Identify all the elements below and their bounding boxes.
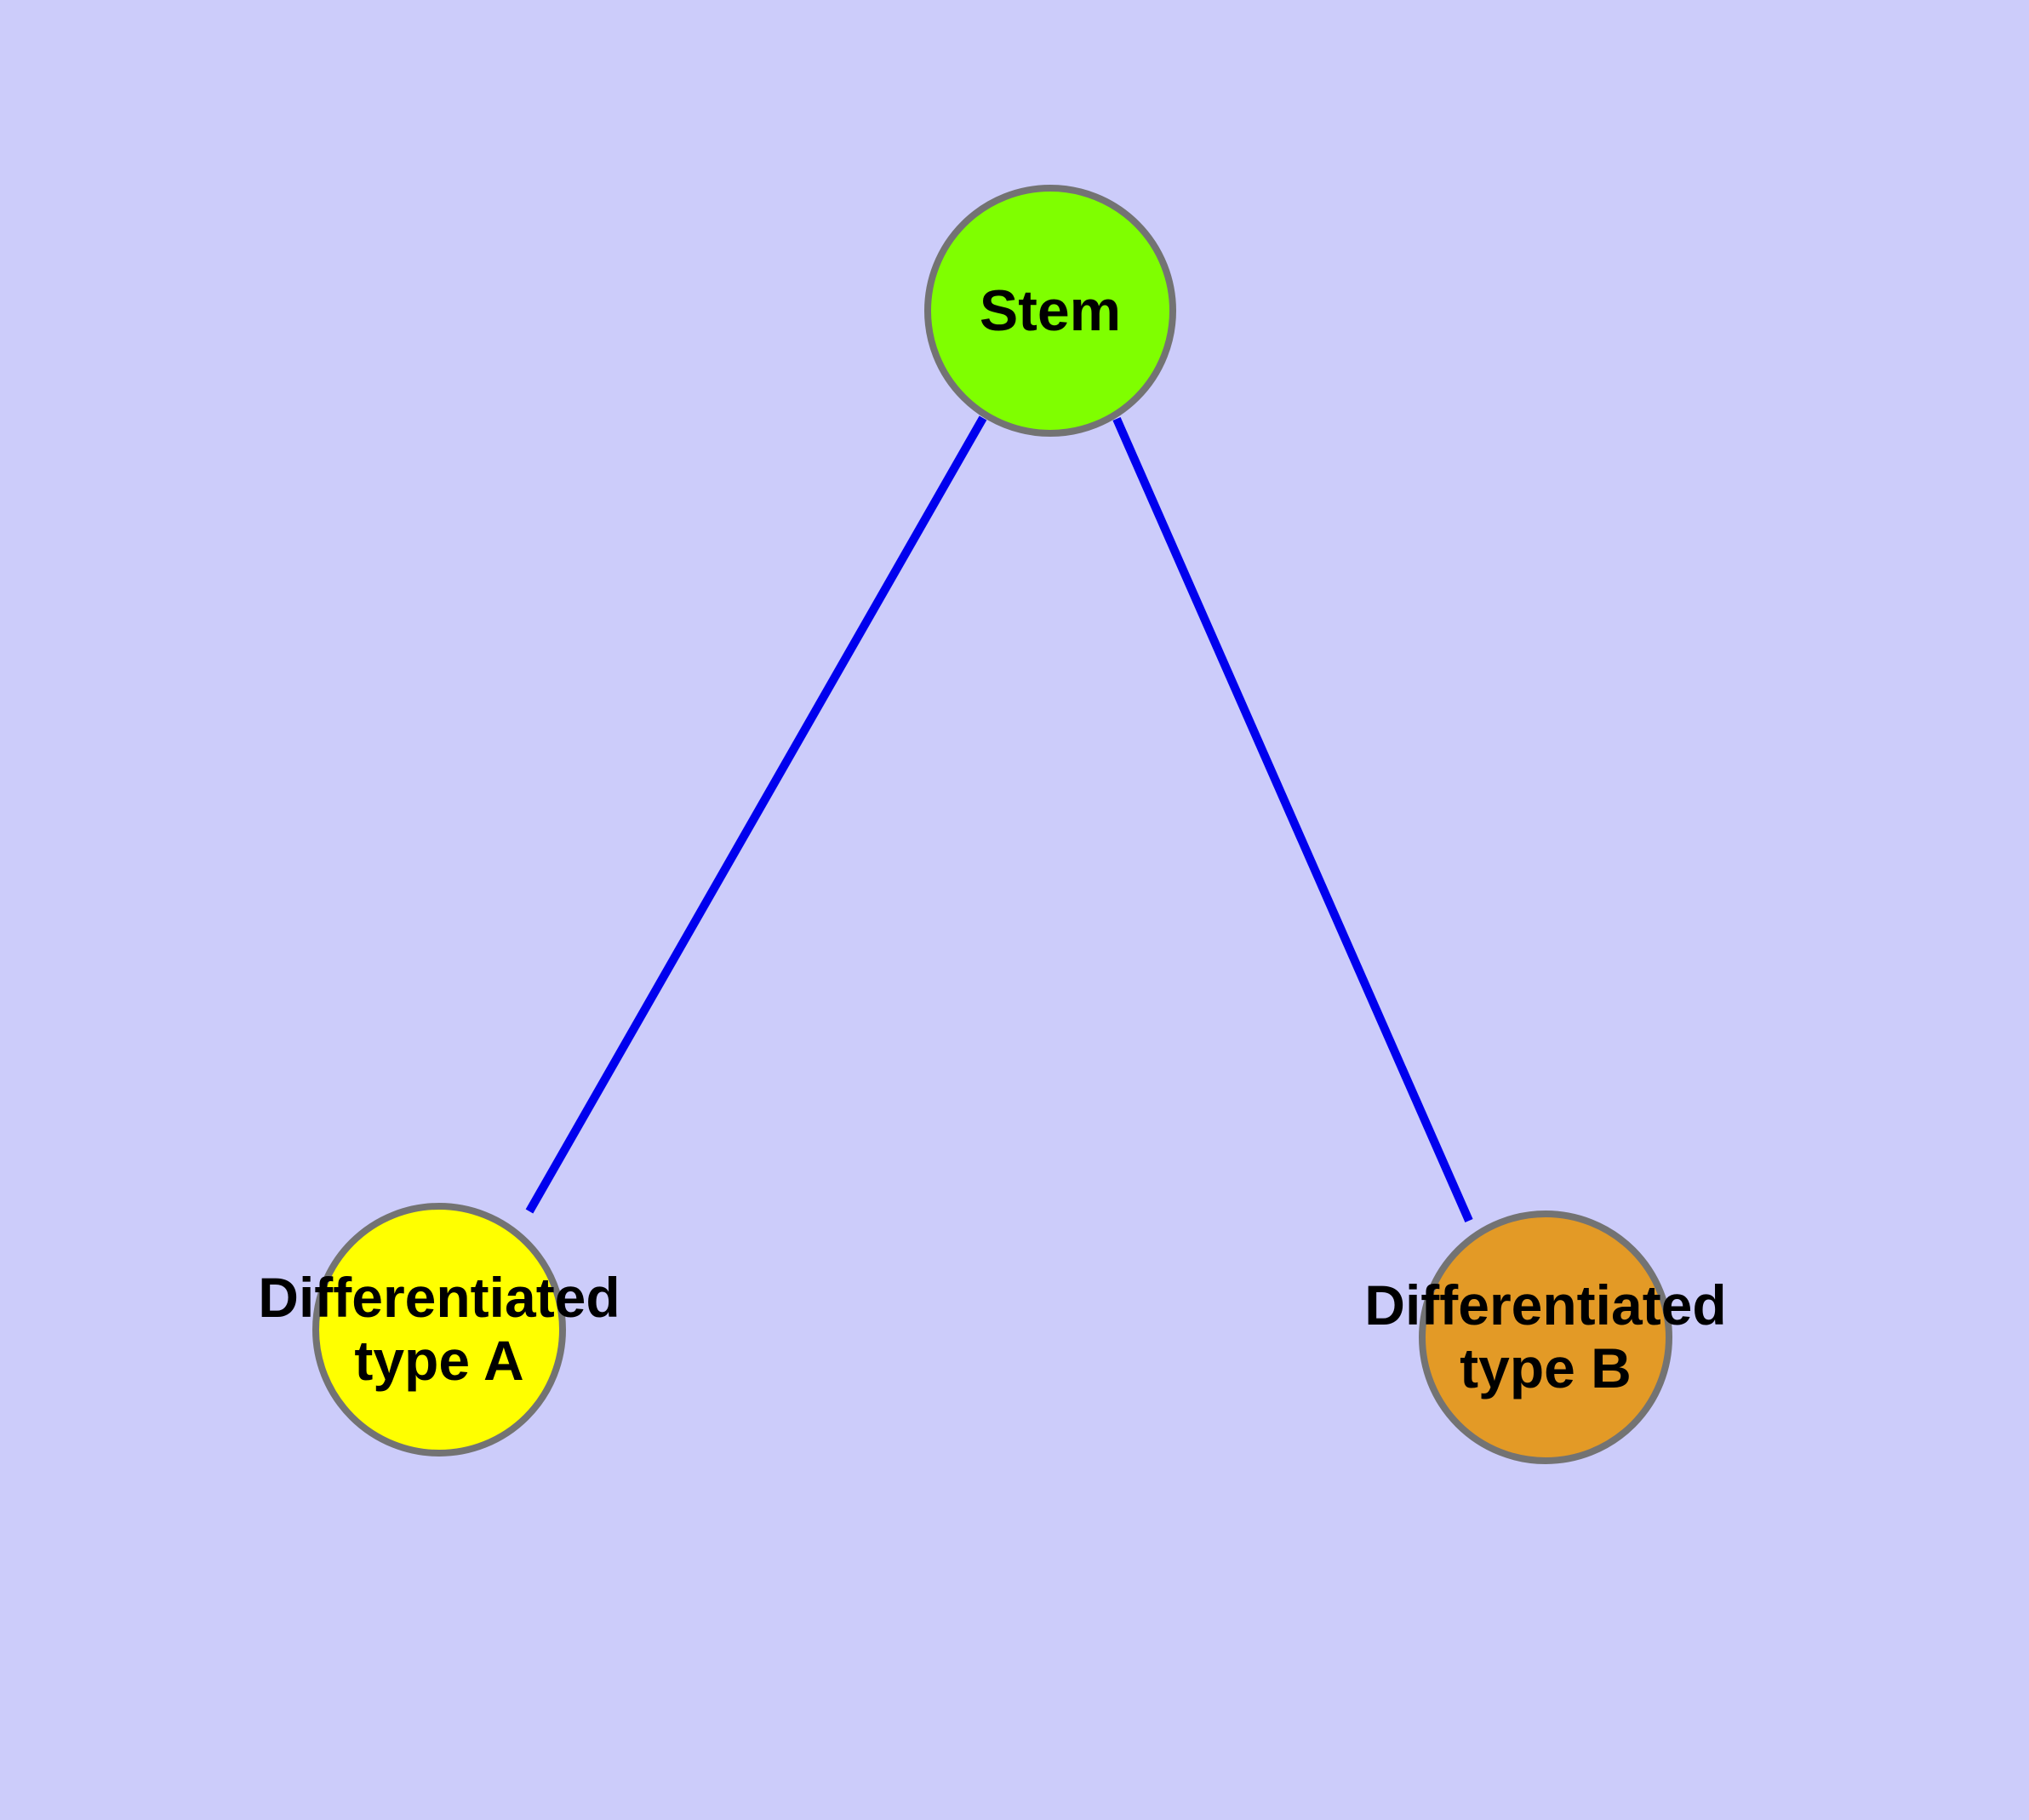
edge-stem-to-differentiated-type-a[interactable] xyxy=(525,415,987,1214)
node-differentiated-type-a[interactable] xyxy=(312,1203,566,1457)
edge-stem-to-differentiated-type-b[interactable] xyxy=(1112,416,1473,1223)
node-differentiated-type-b[interactable] xyxy=(1419,1210,1672,1464)
node-stem[interactable] xyxy=(924,185,1176,437)
